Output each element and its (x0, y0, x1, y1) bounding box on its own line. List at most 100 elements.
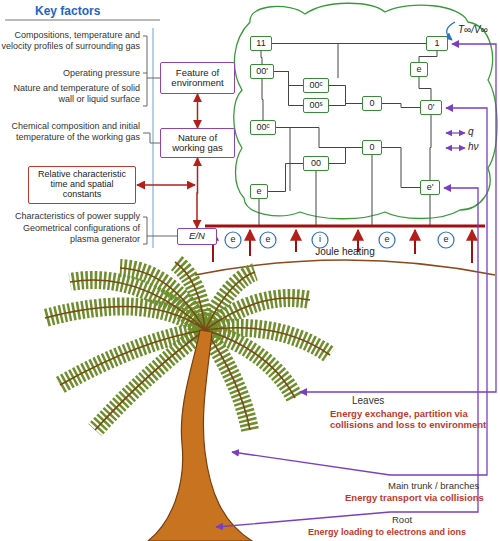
divider-line (152, 28, 153, 248)
heating-arrow (471, 230, 473, 263)
frond-stem (205, 272, 255, 330)
node-text: 0 (369, 99, 374, 109)
part-description: Energy transport via collisions (345, 492, 500, 503)
factor-box: E/N (177, 228, 217, 245)
cloud-outline (234, 3, 497, 219)
tree-trunk (148, 330, 252, 541)
node-text: e (230, 235, 235, 245)
particle-circle: i (311, 231, 329, 249)
circle-outline (225, 232, 241, 248)
factor-note: Compositions, temperature and velocity p… (0, 30, 140, 52)
part-description: Energy loading to electrons and ions (308, 527, 500, 538)
node-text: i (319, 235, 321, 245)
particle-circle: e (259, 231, 277, 249)
heating-arrow (295, 230, 297, 252)
bracket (143, 217, 177, 244)
node-text: e (265, 235, 270, 245)
state-box: 11 (250, 36, 272, 51)
relation-arrow (197, 94, 199, 128)
factor-box: Relative characteristic time and spatial… (28, 166, 136, 204)
node-text: e (256, 187, 261, 197)
frond-stem (120, 268, 205, 330)
node-text: Feature of environment (162, 68, 233, 89)
frond-stem (205, 330, 250, 430)
link-wire (276, 128, 362, 148)
link-wire (272, 43, 426, 44)
link-wire (329, 104, 362, 106)
factor-box: Nature of working gas (160, 128, 235, 158)
double-arrow (137, 184, 195, 186)
diagram-title: Key factors (35, 4, 100, 18)
link-wire (261, 51, 262, 64)
state-box: 1 (426, 36, 448, 51)
bracket (143, 133, 160, 143)
frond (205, 330, 250, 430)
frond-stem (175, 262, 205, 330)
heating-arrow (249, 230, 251, 256)
link-wire (382, 148, 420, 188)
state-box: 00ˢ (303, 98, 329, 113)
symbol-label: q (468, 126, 484, 138)
frond (60, 330, 205, 385)
exchange-arrow (446, 132, 465, 133)
wire (259, 199, 260, 226)
link-wire (262, 79, 263, 120)
factor-note: Geometrical configurations of plasma gen… (0, 223, 140, 245)
part-name: Main trunk / branches (388, 480, 500, 491)
frond-stem (205, 328, 330, 355)
symbol-label: hν (468, 141, 486, 153)
wire (372, 155, 373, 226)
state-box: 0 (362, 96, 382, 111)
particle-circle: e (437, 231, 455, 249)
node-text: E/N (189, 231, 205, 241)
joule-line (205, 225, 485, 228)
node-text: 00ˢ (309, 101, 322, 111)
part-name: Leaves (352, 395, 472, 407)
symbol-label: T∞/V∞ (458, 24, 498, 36)
state-box: 00 (303, 156, 329, 171)
heating-arrows (213, 230, 472, 263)
circle-outline (379, 232, 395, 248)
factor-note: Chemical composition and initial tempera… (0, 121, 140, 143)
frond-stem (60, 330, 205, 385)
title-rule (5, 20, 160, 21)
state-box: e (250, 184, 268, 199)
node-text: 00 (311, 159, 321, 169)
wire-group (259, 43, 430, 226)
link-wire (274, 72, 303, 86)
state-box: 00ᶜ (303, 78, 329, 93)
link-wire (329, 86, 362, 104)
node-text: 00ᶜ (309, 81, 322, 91)
circle-outline (438, 232, 454, 248)
tree-links (216, 44, 496, 527)
state-box: 00ᶜ (250, 120, 276, 135)
wire (338, 43, 339, 78)
circle-outline (260, 232, 276, 248)
factor-note: Characteristics of power supply (0, 211, 140, 222)
frond-stem (205, 298, 310, 330)
node-text: 11 (256, 39, 265, 49)
link-wire (382, 104, 420, 108)
state-box: e (410, 62, 428, 77)
state-box: e' (420, 180, 440, 195)
leader-line (300, 44, 496, 392)
heating-arrow (414, 230, 416, 254)
state-box: 00' (250, 64, 274, 79)
state-box: 0 (362, 140, 382, 155)
part-name: Root (392, 514, 452, 525)
node-text: 00ᶜ (256, 123, 269, 133)
factor-box: Feature of environment (160, 62, 235, 94)
leader-line (216, 188, 478, 527)
node-text: e' (427, 183, 434, 193)
bracket (143, 36, 160, 106)
state-box: 0' (420, 100, 442, 115)
frond-stem (70, 280, 205, 330)
node-text: 0' (428, 103, 435, 113)
node-text: e (443, 235, 448, 245)
link-wire (329, 148, 362, 164)
frond-stem (205, 330, 295, 398)
link-wire (419, 77, 431, 100)
